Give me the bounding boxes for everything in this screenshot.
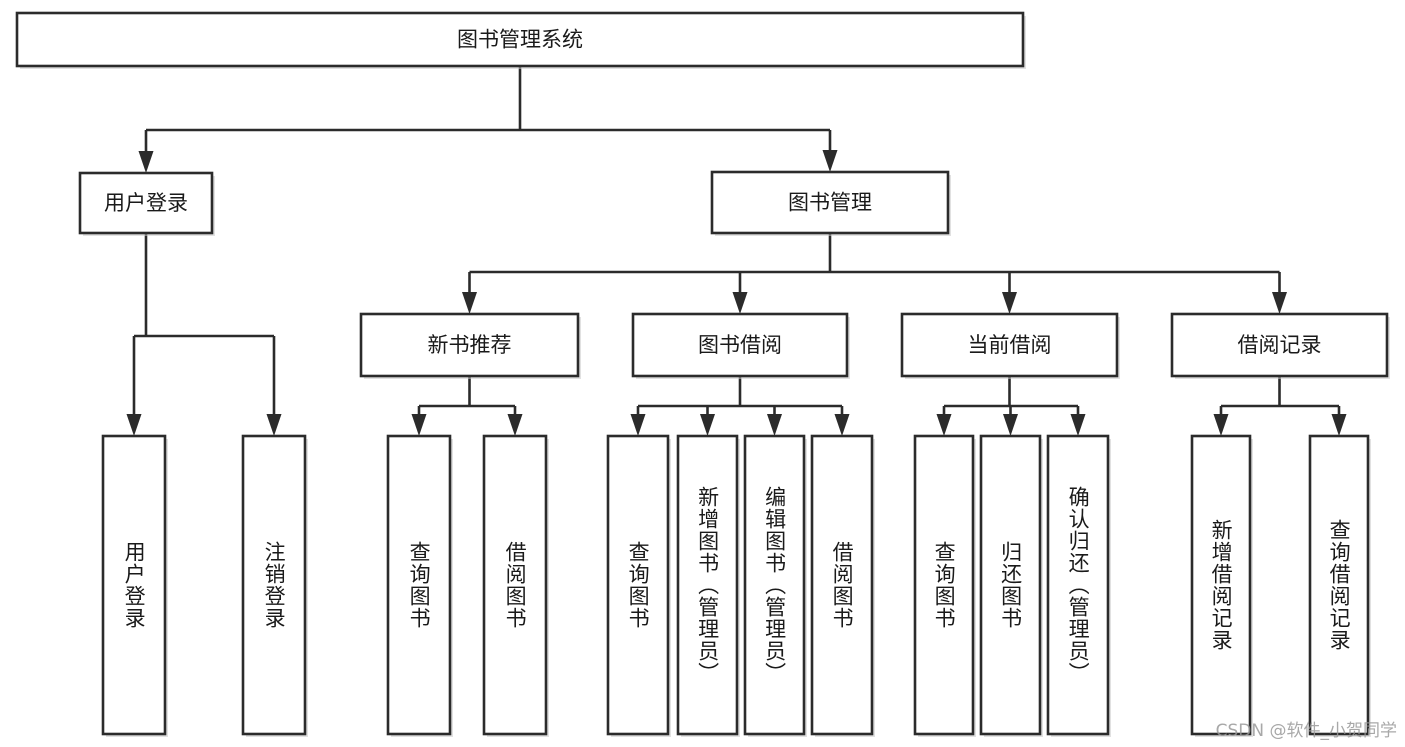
node-box-leaf-return-book[interactable] <box>979 434 1042 736</box>
node-box-leaf-user-login[interactable] <box>101 434 167 736</box>
node-box-leaf-borrow-book[interactable] <box>810 434 874 736</box>
arrow-head-icon <box>1070 414 1086 436</box>
node-box-leaf-query-book-rec[interactable] <box>386 434 452 736</box>
arrow-head-icon <box>1331 414 1347 436</box>
node-box-leaf-query-book-current[interactable] <box>913 434 975 736</box>
arrow-head-icon <box>630 414 646 436</box>
arrow-head-icon <box>822 150 838 172</box>
node-box-leaf-edit-book[interactable] <box>743 434 806 736</box>
arrow-head-icon <box>1213 414 1229 436</box>
arrow-head-icon <box>411 414 427 436</box>
arrow-head-icon <box>700 414 715 436</box>
arrow-head-icon <box>834 414 850 436</box>
node-box-new-book-rec[interactable] <box>359 312 580 378</box>
node-label-borrow-record: 借阅记录 <box>1238 333 1322 357</box>
arrow-head-icon <box>732 292 748 314</box>
node-box-book-borrow[interactable] <box>631 312 849 378</box>
node-box-leaf-confirm-return[interactable] <box>1046 434 1110 736</box>
node-box-user-login[interactable] <box>78 171 214 235</box>
node-box-leaf-borrow-book-rec[interactable] <box>482 434 548 736</box>
node-label-root: 图书管理系统 <box>457 28 583 52</box>
boxes-layer <box>15 11 1390 737</box>
node-label-current-borrow: 当前借阅 <box>968 333 1052 357</box>
node-label-user-login: 用户登录 <box>104 191 188 215</box>
arrow-head-icon <box>1002 292 1017 314</box>
node-box-leaf-query-record[interactable] <box>1308 434 1370 736</box>
node-box-borrow-record[interactable] <box>1170 312 1389 378</box>
watermark-text: CSDN @软件_小贺同学 <box>1215 721 1397 741</box>
arrow-head-icon <box>507 414 523 436</box>
node-label-book-manage: 图书管理 <box>788 191 872 215</box>
edges-layer <box>126 66 1347 436</box>
node-label-new-book-rec: 新书推荐 <box>428 333 512 357</box>
arrow-head-icon <box>1003 414 1018 436</box>
arrow-head-icon <box>767 414 782 436</box>
arrow-head-icon <box>936 414 952 436</box>
arrow-head-icon <box>1272 292 1287 314</box>
node-box-leaf-add-record[interactable] <box>1190 434 1252 736</box>
node-box-root[interactable] <box>15 11 1025 68</box>
node-box-leaf-add-book[interactable] <box>676 434 739 736</box>
node-label-book-borrow: 图书借阅 <box>698 333 782 357</box>
arrow-head-icon <box>266 414 282 436</box>
node-box-leaf-user-logout[interactable] <box>241 434 307 736</box>
node-box-book-manage[interactable] <box>710 170 950 235</box>
node-box-leaf-query-book-borrow[interactable] <box>606 434 670 736</box>
node-box-current-borrow[interactable] <box>900 312 1119 378</box>
arrow-head-icon <box>138 151 154 173</box>
arrow-head-icon <box>462 292 477 314</box>
arrow-head-icon <box>126 414 142 436</box>
